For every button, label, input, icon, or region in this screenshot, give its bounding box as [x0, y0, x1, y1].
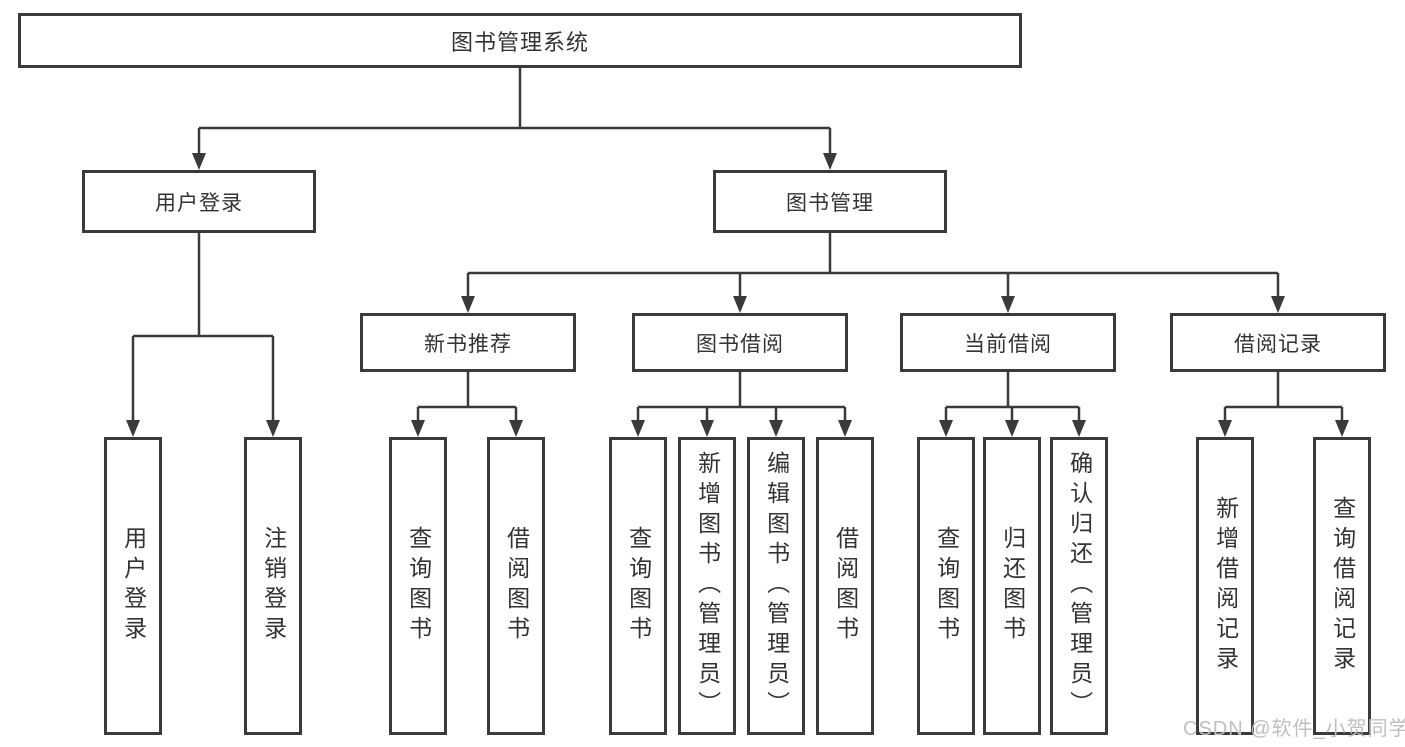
leaf-borrowing-borrow-books: 借阅图书 — [816, 437, 874, 735]
leaf-logout: 注销登录 — [244, 437, 302, 735]
node-library-system-label: 图书管理系统 — [450, 29, 589, 55]
connector-borrowing-records-children — [1218, 372, 1349, 437]
node-borrowing-records: 借阅记录 — [1170, 313, 1386, 372]
leaf-logout-label: 注销登录 — [260, 526, 287, 646]
connector-book-management-children — [461, 233, 1285, 313]
node-user-login-label: 用户登录 — [155, 191, 243, 215]
leaf-recommend-borrow-books-label: 借阅图书 — [503, 526, 530, 646]
leaf-user-login: 用户登录 — [104, 437, 162, 735]
node-new-book-recommend-label: 新书推荐 — [424, 332, 512, 356]
node-book-management: 图书管理 — [713, 170, 947, 233]
leaf-current-query-books-label: 查询图书 — [933, 526, 960, 646]
leaf-recommend-query-books: 查询图书 — [389, 437, 447, 735]
node-book-borrowing: 图书借阅 — [632, 313, 848, 372]
csdn-watermark: CSDN @软件_小贺同学 — [1183, 718, 1405, 740]
leaf-current-confirm-return-admin: 确认归还（管理员） — [1050, 437, 1108, 735]
connector-book-borrowing-children — [631, 372, 852, 437]
connector-root-to-level2 — [192, 68, 837, 170]
leaf-current-return-books-label: 归还图书 — [999, 526, 1026, 646]
leaf-borrowing-query-books: 查询图书 — [609, 437, 667, 735]
leaf-records-add-record: 新增借阅记录 — [1196, 437, 1254, 735]
node-user-login: 用户登录 — [82, 170, 316, 233]
leaf-recommend-borrow-books: 借阅图书 — [487, 437, 545, 735]
leaf-records-query-record-label: 查询借阅记录 — [1329, 496, 1356, 676]
leaf-borrowing-add-books-admin: 新增图书（管理员） — [678, 437, 736, 735]
leaf-borrowing-edit-books-admin-label: 编辑图书（管理员） — [763, 451, 790, 721]
leaf-records-query-record: 查询借阅记录 — [1313, 437, 1371, 735]
leaf-user-login-label: 用户登录 — [120, 526, 147, 646]
connector-new-book-recommend-children — [411, 372, 523, 437]
node-book-management-label: 图书管理 — [786, 191, 874, 215]
node-borrowing-records-label: 借阅记录 — [1234, 332, 1322, 356]
leaf-borrowing-borrow-books-label: 借阅图书 — [832, 526, 859, 646]
leaf-borrowing-edit-books-admin: 编辑图书（管理员） — [747, 437, 805, 735]
connector-current-borrowing-children — [939, 372, 1086, 437]
node-new-book-recommend: 新书推荐 — [360, 313, 576, 372]
leaf-current-query-books: 查询图书 — [917, 437, 975, 735]
node-library-system: 图书管理系统 — [18, 13, 1022, 68]
node-book-borrowing-label: 图书借阅 — [696, 332, 784, 356]
leaf-borrowing-query-books-label: 查询图书 — [625, 526, 652, 646]
node-current-borrowing: 当前借阅 — [900, 313, 1116, 372]
leaf-current-confirm-return-admin-label: 确认归还（管理员） — [1066, 451, 1093, 721]
leaf-borrowing-add-books-admin-label: 新增图书（管理员） — [694, 451, 721, 721]
leaf-current-return-books: 归还图书 — [983, 437, 1041, 735]
node-current-borrowing-label: 当前借阅 — [964, 332, 1052, 356]
connector-user-login-children — [126, 233, 280, 437]
leaf-records-add-record-label: 新增借阅记录 — [1212, 496, 1239, 676]
leaf-recommend-query-books-label: 查询图书 — [405, 526, 432, 646]
